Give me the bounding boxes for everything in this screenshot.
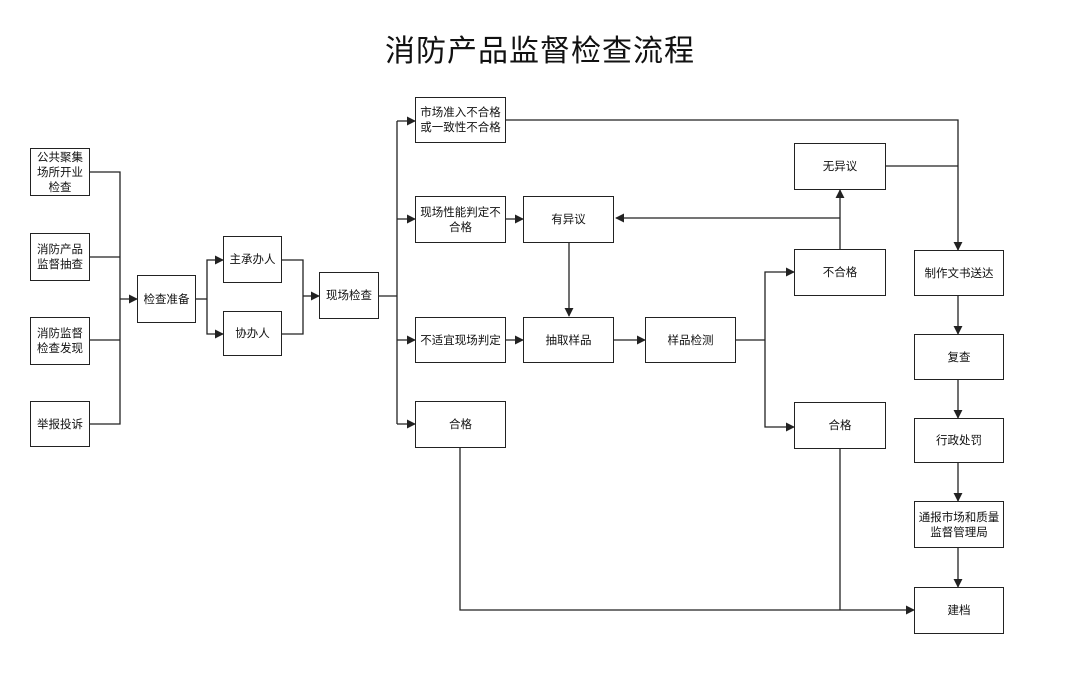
connector-to-fail (764, 267, 795, 340)
node-pass-onsite: 合格 (415, 401, 506, 448)
node-not-suitable-onsite: 不适宜现场判定 (415, 317, 506, 363)
node-archive: 建档 (914, 587, 1004, 634)
node-onsite-check: 现场检查 (319, 272, 379, 319)
connector-pass-left-to-archive (459, 448, 915, 615)
connector-split-up (206, 255, 224, 299)
node-onsite-performance-fail: 现场性能判定不 合格 (415, 196, 506, 243)
node-report-complaint: 举报投诉 (30, 401, 90, 447)
node-sample-test: 样品检测 (645, 317, 736, 363)
diagram-title: 消防产品监督检查流程 (385, 34, 695, 69)
node-test-fail: 不合格 (794, 249, 886, 296)
connector-lead-out (282, 259, 304, 335)
node-assist-handler: 协办人 (223, 311, 282, 356)
node-objection: 有异议 (523, 196, 614, 243)
node-review: 复查 (914, 334, 1004, 380)
node-market-access-fail: 市场准入不合格 或一致性不合格 (415, 97, 506, 143)
node-no-objection: 无异议 (794, 143, 886, 190)
connector-sources-bus (90, 171, 121, 425)
connector-split-down (206, 299, 224, 339)
connector-market-to-docs (506, 119, 963, 251)
node-notify-market-bureau: 通报市场和质量 监督管理局 (914, 501, 1004, 548)
node-sampling: 抽取样品 (523, 317, 614, 363)
node-lead-handler: 主承办人 (223, 236, 282, 283)
node-inspection-prep: 检查准备 (137, 275, 196, 323)
node-product-spot-check: 消防产品 监督抽查 (30, 233, 90, 281)
node-test-pass: 合格 (794, 402, 886, 449)
connector-to-pass-right (764, 340, 795, 432)
node-public-gathering-check: 公共聚集 场所开业 检查 (30, 148, 90, 196)
node-administrative-penalty: 行政处罚 (914, 418, 1004, 463)
node-issue-documents: 制作文书送达 (914, 250, 1004, 296)
node-supervision-found: 消防监督 检查发现 (30, 317, 90, 365)
